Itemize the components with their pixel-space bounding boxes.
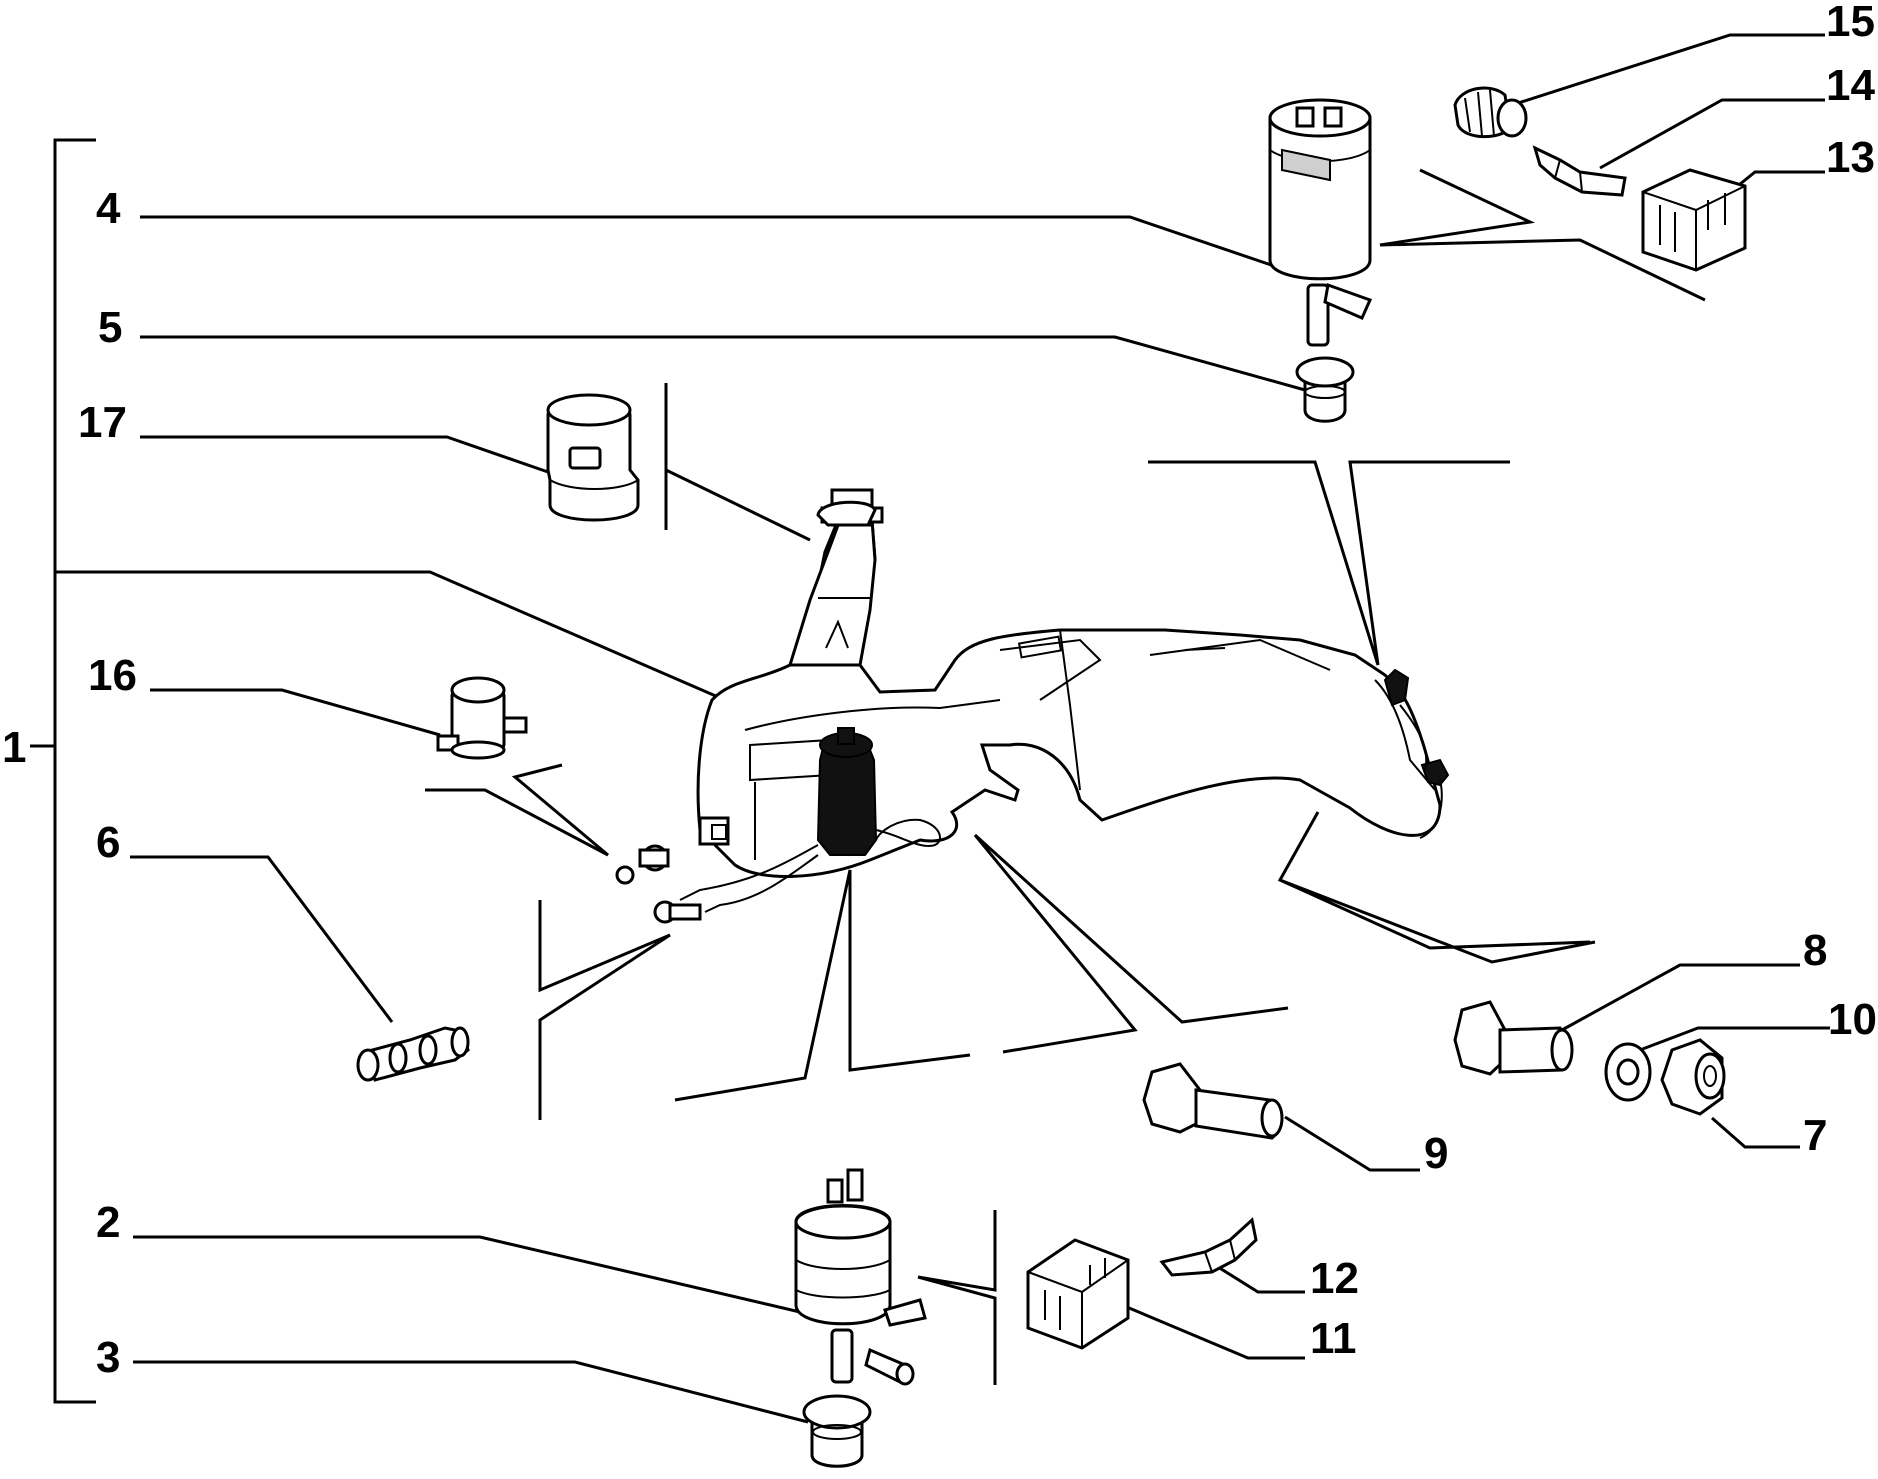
- assembly-bracket: [30, 138, 96, 1404]
- callout-12: 12: [1310, 1254, 1359, 1303]
- callout-3: 3: [96, 1333, 120, 1382]
- reservoir-cap: [546, 393, 640, 522]
- washer-reservoir: [615, 488, 1450, 924]
- callout-2: 2: [96, 1198, 120, 1247]
- callout-6: 6: [96, 818, 120, 867]
- terminal-rear: [1532, 145, 1627, 197]
- callout-7: 7: [1803, 1111, 1827, 1160]
- callout-8: 8: [1803, 926, 1827, 975]
- callout-9: 9: [1424, 1129, 1448, 1178]
- callout-17: 17: [78, 398, 127, 447]
- bolt-rear: [1142, 1062, 1284, 1140]
- callout-11: 11: [1310, 1314, 1357, 1363]
- callout-10: 10: [1828, 995, 1877, 1044]
- pump-grommet-front: [802, 1394, 872, 1468]
- callout-4: 4: [96, 184, 121, 233]
- connector-block-rear: [1641, 168, 1747, 272]
- connector-block-front: [1026, 1238, 1130, 1350]
- washer-pump-front: [794, 1168, 927, 1386]
- terminal-front: [1159, 1217, 1258, 1277]
- callout-15: 15: [1826, 0, 1875, 46]
- callout-13: 13: [1826, 133, 1875, 182]
- pump-grommet-rear: [1295, 356, 1355, 423]
- callout-16: 16: [88, 651, 137, 700]
- callout-labels: 1 2 3 4 5 6 7 8 9 10 11 12 13 14 15 16 1…: [2, 0, 1877, 1382]
- callout-1: 1: [2, 723, 26, 772]
- plug-rear: [1453, 86, 1528, 139]
- nut: [1660, 1038, 1726, 1116]
- hose-union: [356, 1026, 470, 1082]
- callout-14: 14: [1826, 61, 1875, 110]
- bolt-front: [1453, 1000, 1574, 1076]
- hose-connector: [436, 676, 528, 760]
- callout-5: 5: [98, 303, 122, 352]
- washer-ring: [1604, 1042, 1652, 1102]
- attachment-lines: [425, 168, 1706, 1385]
- washer-pump-rear: [1268, 98, 1373, 347]
- leader-lines: [55, 33, 1830, 1424]
